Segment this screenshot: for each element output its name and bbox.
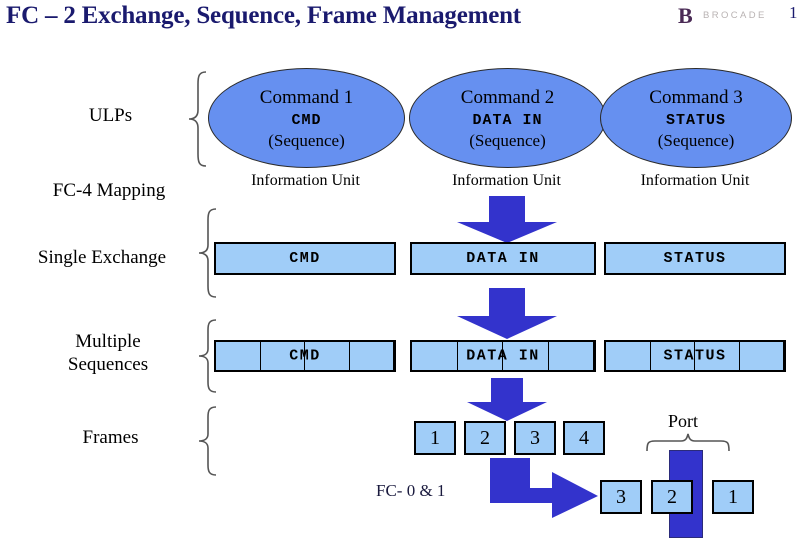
sequence-segment	[651, 342, 695, 370]
ellipse-title: Command 3	[649, 86, 743, 108]
sequence-segment	[549, 342, 594, 370]
layer-label-multiple-sequences: Multiple Sequences	[38, 330, 178, 376]
layer-label-single-exchange: Single Exchange	[37, 247, 167, 268]
sequence-segment	[305, 342, 350, 370]
layer-label-fc4-mapping: FC-4 Mapping	[52, 180, 166, 201]
information-unit-caption-3: Information Unit	[640, 172, 750, 189]
page-title: FC – 2 Exchange, Sequence, Frame Managem…	[6, 2, 521, 29]
sequence-bar-status[interactable]: STATUS	[604, 340, 786, 372]
multiple-sequences-line1: Multiple	[75, 331, 141, 352]
information-unit-caption-2: Information Unit	[452, 172, 561, 189]
layer-label-ulps: ULPs	[88, 105, 133, 126]
brace-port	[645, 433, 731, 453]
down-arrow-sequences-to-frames	[465, 378, 549, 422]
ellipse-code: DATA IN	[472, 111, 543, 129]
frame-box-4[interactable]: 4	[563, 421, 605, 455]
brocade-logo-icon: B	[678, 3, 693, 28]
frame-box-2[interactable]: 2	[464, 421, 506, 455]
fc-0-and-1-label: FC- 0 & 1	[376, 481, 446, 500]
port-label: Port	[668, 411, 699, 431]
sequence-bar-data-in[interactable]: DATA IN	[410, 340, 596, 372]
down-arrow-exchange-to-sequences	[455, 288, 559, 340]
information-unit-caption-1: Information Unit	[251, 172, 360, 189]
ellipse-subtitle: (Sequence)	[469, 130, 546, 150]
bar-label: DATA IN	[466, 250, 540, 267]
sequence-segment	[503, 342, 549, 370]
brace-single-exchange	[196, 207, 218, 299]
exchange-bar-status[interactable]: STATUS	[604, 242, 786, 275]
ellipse-subtitle: (Sequence)	[657, 130, 735, 150]
sequence-bar-cmd[interactable]: CMD	[214, 340, 396, 372]
sequence-segment	[261, 342, 305, 370]
brace-ulps	[186, 70, 208, 168]
sequence-segment	[606, 342, 651, 370]
exchange-bar-data-in[interactable]: DATA IN	[410, 242, 596, 275]
ellipse-title: Command 2	[460, 86, 555, 108]
frame-box-1[interactable]: 1	[414, 421, 456, 455]
sequence-segment	[216, 342, 261, 370]
ellipse-code: STATUS	[665, 111, 726, 129]
wire-frame-box-3[interactable]: 3	[600, 480, 642, 514]
brace-frames	[196, 405, 218, 477]
exchange-bar-cmd[interactable]: CMD	[214, 242, 396, 275]
bar-label: STATUS	[663, 250, 727, 267]
ulp-ellipse-command-3[interactable]: Command 3 STATUS (Sequence)	[600, 68, 792, 168]
frame-box-3[interactable]: 3	[514, 421, 556, 455]
sequence-segment	[458, 342, 503, 370]
wire-frame-box-1[interactable]: 1	[712, 480, 754, 514]
ellipse-title: Command 1	[259, 86, 354, 108]
bar-label: CMD	[289, 250, 321, 267]
ulp-ellipse-command-1[interactable]: Command 1 CMD (Sequence)	[208, 68, 405, 168]
bent-arrow-to-wire	[490, 458, 600, 520]
down-arrow-iu-to-exchange	[455, 196, 559, 244]
sequence-segment	[740, 342, 784, 370]
ellipse-code: CMD	[291, 111, 322, 129]
multiple-sequences-line2: Sequences	[67, 354, 149, 375]
ulp-ellipse-command-2[interactable]: Command 2 DATA IN (Sequence)	[409, 68, 606, 168]
sequence-segment	[350, 342, 394, 370]
brocade-wordmark: BROCADE	[703, 10, 767, 21]
ellipse-subtitle: (Sequence)	[268, 130, 345, 150]
sequence-segment	[412, 342, 458, 370]
brace-multiple-sequences	[196, 318, 218, 394]
wire-frame-box-2[interactable]: 2	[651, 480, 693, 514]
layer-label-frames: Frames	[82, 427, 139, 448]
sequence-segment	[695, 342, 740, 370]
page-number: 1	[789, 3, 798, 22]
